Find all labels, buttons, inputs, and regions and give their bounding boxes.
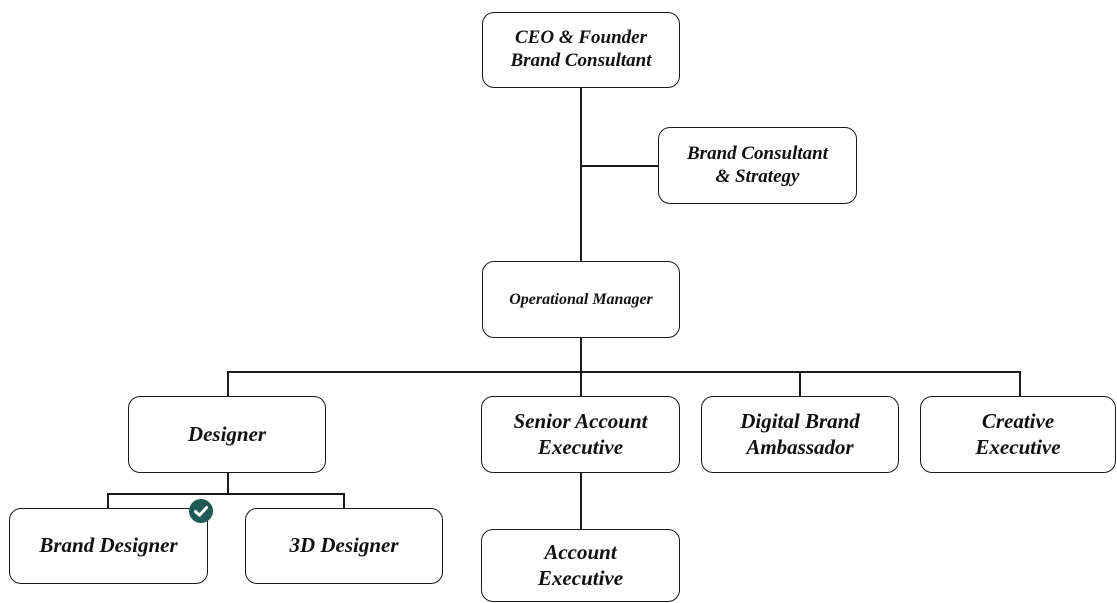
account-executive-line1: Account — [544, 540, 617, 565]
node-designer: Designer — [128, 396, 326, 473]
node-account-executive: Account Executive — [481, 529, 680, 602]
node-ceo-founder: CEO & Founder Brand Consultant — [482, 12, 680, 88]
check-badge-circle — [189, 499, 213, 523]
node-digital-brand-ambassador: Digital Brand Ambassador — [701, 396, 899, 473]
operational-manager-label: Operational Manager — [509, 290, 653, 308]
account-executive-line2: Executive — [537, 565, 624, 590]
digital-brand-line1: Digital Brand — [740, 409, 860, 434]
node-3d-designer: 3D Designer — [245, 508, 443, 584]
creative-executive-line1: Creative — [981, 409, 1055, 434]
brand-consultant-line2: & Strategy — [715, 165, 800, 187]
check-mark — [194, 506, 208, 517]
check-badge — [189, 499, 213, 523]
ceo-title-line1: CEO & Founder — [515, 27, 647, 49]
node-operational-manager: Operational Manager — [482, 261, 680, 338]
node-brand-consultant-strategy: Brand Consultant & Strategy — [658, 127, 857, 204]
brand-designer-label: Brand Designer — [39, 533, 178, 558]
senior-account-line2: Executive — [537, 434, 624, 459]
designer-label: Designer — [187, 421, 267, 446]
3d-designer-label: 3D Designer — [289, 533, 399, 558]
node-creative-executive: Creative Executive — [920, 396, 1116, 473]
node-brand-designer: Brand Designer — [9, 508, 208, 584]
ceo-title-line2: Brand Consultant — [510, 50, 652, 71]
brand-consultant-line1: Brand Consultant — [687, 142, 828, 164]
check-icon — [189, 499, 213, 523]
node-senior-account-executive: Senior Account Executive — [481, 396, 680, 473]
creative-executive-line2: Executive — [975, 434, 1061, 459]
senior-account-line1: Senior Account — [513, 409, 648, 434]
digital-brand-line2: Ambassador — [746, 434, 854, 459]
